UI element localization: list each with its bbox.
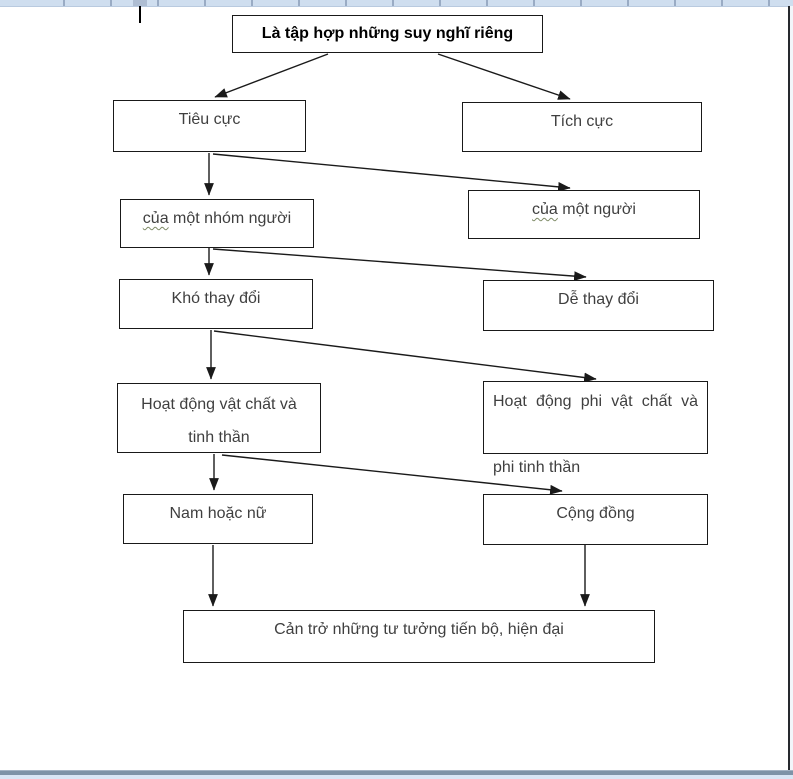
node-label-rest: một nhóm người	[173, 210, 292, 227]
node-community[interactable]: Cộng đồng	[483, 494, 708, 545]
node-label-line2: phi tinh thần	[493, 459, 581, 476]
node-label-line1: Hoạt động vật chất và	[141, 396, 297, 413]
node-positive[interactable]: Tích cực	[462, 102, 702, 152]
node-material-activity[interactable]: Hoạt động vật chất và tinh thần	[117, 383, 321, 453]
right-gutter	[790, 6, 793, 771]
node-label: Tích cực	[550, 113, 614, 130]
node-hard-change[interactable]: Khó thay đổi	[119, 279, 313, 329]
arrow-root-to-positive[interactable]	[437, 53, 571, 100]
node-label: Cản trở những tư tưởng tiến bộ, hiện đại	[274, 621, 564, 638]
node-of-person[interactable]: của một người	[468, 190, 700, 239]
node-label: Dễ thay đổi	[558, 291, 639, 308]
arrow-root-to-negative[interactable]	[214, 53, 329, 98]
ruler-strip	[0, 0, 793, 7]
node-label: Cộng đồng	[556, 505, 635, 522]
node-gender[interactable]: Nam hoặc nữ	[123, 494, 313, 544]
node-conclusion[interactable]: Cản trở những tư tưởng tiến bộ, hiện đại	[183, 610, 655, 663]
misspelled-word: của	[142, 210, 169, 227]
node-label: Nam hoặc nữ	[169, 505, 267, 522]
node-label: của một người	[469, 191, 699, 220]
arrow-negative-to-person[interactable]	[212, 153, 571, 192]
node-easy-change[interactable]: Dễ thay đổi	[483, 280, 714, 331]
arrow-material-to-community[interactable]	[221, 454, 563, 495]
node-negative[interactable]: Tiêu cực	[113, 100, 306, 152]
arrow-hard-to-immaterial[interactable]	[213, 330, 597, 383]
node-label: của một nhóm người	[121, 200, 313, 229]
node-of-group[interactable]: của một nhóm người	[120, 199, 314, 248]
page-right-edge	[788, 6, 790, 771]
node-root[interactable]: Là tập hợp những suy nghĩ riêng	[232, 15, 543, 53]
misspelled-word: của	[532, 201, 558, 218]
node-label: Là tập hợp những suy nghĩ riêng	[261, 25, 514, 42]
text-caret	[139, 6, 141, 23]
node-label-rest: một người	[562, 201, 636, 218]
node-label: Tiêu cực	[178, 111, 241, 128]
node-label-line2: tinh thần	[188, 429, 250, 446]
arrow-group-to-easy[interactable]	[212, 248, 587, 281]
window-bottom-edge	[0, 770, 793, 776]
node-label: Khó thay đổi	[171, 290, 261, 307]
ruler-marker	[133, 0, 147, 6]
node-immaterial-activity[interactable]: Hoạt động phi vật chất và phi tinh thần	[483, 381, 708, 476]
node-label-line1: Hoạt động phi vật chất và	[493, 393, 698, 410]
window-bottom-strip	[0, 775, 793, 779]
